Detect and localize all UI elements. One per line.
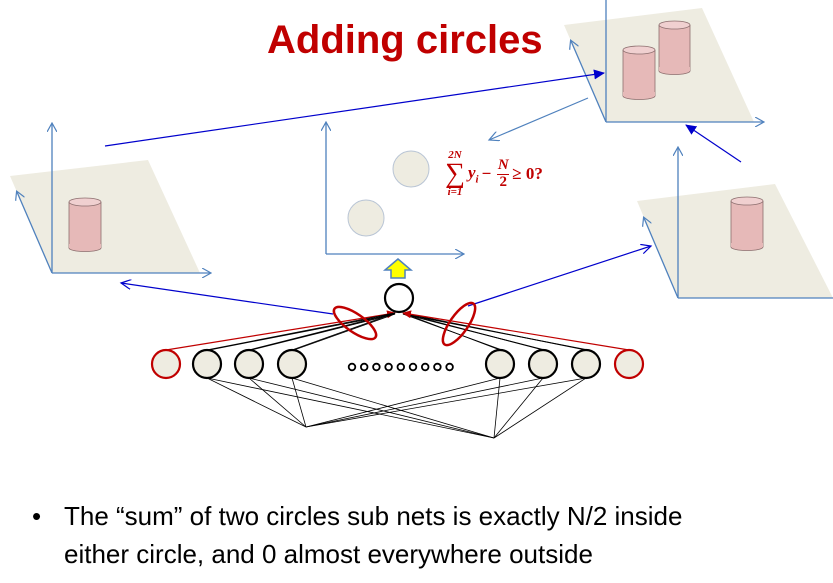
- hidden-neuron: [570, 348, 602, 380]
- minus-sign: −: [481, 164, 492, 183]
- sum-term: yi: [468, 163, 479, 185]
- bullet-line-1: The “sum” of two circles sub nets is exa…: [64, 501, 683, 531]
- fraction: N 2: [497, 156, 510, 191]
- bias-neuron: [150, 348, 182, 380]
- bullet-text: The “sum” of two circles sub nets is exa…: [64, 497, 833, 573]
- fraction-denominator: 2: [499, 173, 508, 190]
- hidden-neuron: [527, 348, 559, 380]
- edge-bias-to-output: [165, 310, 396, 351]
- region-circle: [392, 150, 430, 188]
- edge-hidden-to-output: [206, 312, 396, 351]
- edge-input-to-hidden: [291, 377, 495, 439]
- cylinder-back: [658, 20, 691, 75]
- arrow-formula-to-sum: [489, 97, 589, 140]
- edge-input-to-hidden: [305, 377, 501, 428]
- term-subscript: i: [475, 173, 479, 186]
- slide-title: Adding circles: [267, 18, 543, 62]
- cylinder: [68, 197, 102, 252]
- right-subnet-highlight: [441, 301, 477, 347]
- edge-hidden-to-output: [248, 312, 396, 351]
- bullet-line-2: either circle, and 0 almost everywhere o…: [64, 539, 593, 569]
- ellipsis-dot: [445, 362, 454, 372]
- ellipsis-dots: [347, 362, 454, 372]
- bullet-icon: •: [32, 501, 42, 531]
- ellipsis-dot: [433, 362, 442, 372]
- left-subnet-highlight: [332, 305, 378, 341]
- edge-hidden-to-output: [402, 313, 503, 351]
- threshold-formula: 2N ∑ i=1 yi − N 2 ≥ 0?: [445, 150, 543, 198]
- term-var: y: [467, 162, 476, 182]
- edge-input-to-hidden: [248, 377, 307, 428]
- edge-input-to-hidden: [305, 377, 544, 428]
- z-axis: [571, 41, 607, 123]
- arrow-right-to-sum: [685, 124, 742, 163]
- ellipsis-dot: [421, 362, 430, 372]
- sum-output-panel: [564, 0, 763, 122]
- region-circle: [347, 199, 385, 237]
- edge-input-to-hidden: [206, 377, 495, 439]
- ellipsis-dot: [372, 362, 381, 372]
- sum-lower-limit: i=1: [447, 186, 463, 198]
- ellipsis-dot: [347, 362, 357, 372]
- decision-region-panel: [326, 123, 463, 254]
- edge-input-to-hidden: [305, 377, 587, 428]
- edge-input-to-hidden: [493, 377, 501, 439]
- hidden-neuron: [276, 348, 308, 380]
- arrow-subnet-to-left-panel: [121, 283, 334, 315]
- edge-hidden-to-output: [402, 313, 546, 351]
- cylinder-front: [622, 45, 656, 100]
- ellipsis-dot: [408, 362, 418, 372]
- comparison: ≥ 0?: [512, 164, 543, 183]
- edge-hidden-to-output: [291, 312, 396, 351]
- right-subnet-output-panel: [637, 148, 833, 299]
- edge-hidden-to-output: [208, 313, 396, 351]
- edge-input-to-hidden: [493, 377, 544, 439]
- arrow-left-to-sum: [104, 69, 605, 147]
- network-edges: [165, 310, 630, 439]
- edge-hidden-to-output: [250, 313, 396, 351]
- output-neuron: [383, 282, 415, 314]
- hidden-neuron: [233, 348, 265, 380]
- arrow-subnet-to-right-panel: [467, 246, 651, 307]
- network-diagram: [10, 0, 833, 439]
- cylinder: [730, 196, 764, 251]
- edge-hidden-to-output: [293, 313, 396, 351]
- fraction-bar: [497, 173, 510, 175]
- z-axis: [644, 218, 679, 299]
- ellipsis-dot: [360, 362, 369, 372]
- summation: 2N ∑ i=1: [445, 150, 465, 198]
- plane: [10, 160, 200, 273]
- bias-neuron: [613, 348, 645, 380]
- edge-input-to-hidden: [248, 377, 495, 439]
- ellipsis-dot: [384, 362, 393, 372]
- edge-input-to-hidden: [291, 377, 307, 428]
- sigma-symbol: ∑: [445, 158, 465, 189]
- edge-bias-to-output: [402, 310, 630, 351]
- fraction-numerator: N: [497, 156, 509, 173]
- left-subnet-output-panel: [10, 124, 210, 273]
- hidden-layer: [150, 348, 645, 380]
- sum-upper-limit: 2N: [448, 149, 462, 161]
- z-axis: [17, 192, 53, 274]
- edge-hidden-to-output: [402, 313, 589, 351]
- hidden-neuron: [191, 348, 223, 380]
- edge-input-to-hidden: [493, 377, 587, 439]
- ellipsis-dot: [396, 362, 405, 372]
- edge-input-to-hidden: [206, 377, 307, 428]
- hidden-neuron: [484, 348, 516, 380]
- output-up-arrow-icon: [382, 258, 414, 279]
